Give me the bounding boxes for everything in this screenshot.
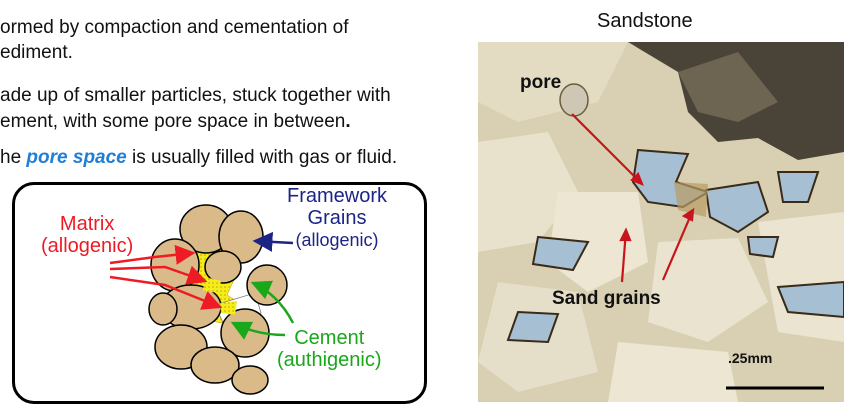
matrix-label-line-2: (allogenic) [41, 235, 134, 257]
framework-label-line-1: Framework [287, 185, 388, 207]
matrix-label-line-1: Matrix [59, 213, 115, 235]
scale-label: .25mm [728, 350, 773, 366]
sandstone-photomicrograph: pore Sand grains .25mm [478, 42, 844, 402]
bullet-1-line-2: ediment. [0, 42, 73, 63]
photo-title: Sandstone [597, 10, 693, 32]
bullet-3-pre: he [0, 147, 27, 168]
framework-grains-label: Framework Grains (allogenic) [287, 185, 387, 251]
bullet-1-line-1: ormed by compaction and cementation of [0, 17, 349, 38]
framework-grains [148, 204, 288, 395]
bullet-2-line-1: ade up of smaller particles, stuck toget… [0, 85, 391, 106]
bullet-2-line-2: ement, with some pore space in between. [0, 110, 351, 133]
sand-grains-label: Sand grains [552, 288, 661, 309]
bullet-3-post: is usually filled with gas or fluid. [126, 147, 398, 168]
framework-label-line-2: Grains [307, 207, 367, 229]
framework-label-line-3: (allogenic) [295, 230, 379, 250]
grain-diagram-figure [109, 204, 295, 395]
matrix-label: Matrix (allogenic) [41, 213, 133, 257]
bullet-3: he pore space is usually filled with gas… [0, 146, 397, 169]
sandstone-image [478, 42, 844, 402]
pore-label: pore [520, 72, 562, 93]
grain-diagram-box: Matrix (allogenic) Framework Grains (all… [12, 182, 427, 404]
cement-label-line-2: (authigenic) [277, 349, 382, 371]
bullet-2-line-2-text: ement, with some pore space in between [0, 111, 346, 132]
bullet-2-period: . [345, 111, 351, 132]
cement-label-line-1: Cement [294, 327, 365, 349]
pore-space-emphasis: pore space [26, 147, 127, 168]
cement-label: Cement (authigenic) [277, 327, 382, 371]
